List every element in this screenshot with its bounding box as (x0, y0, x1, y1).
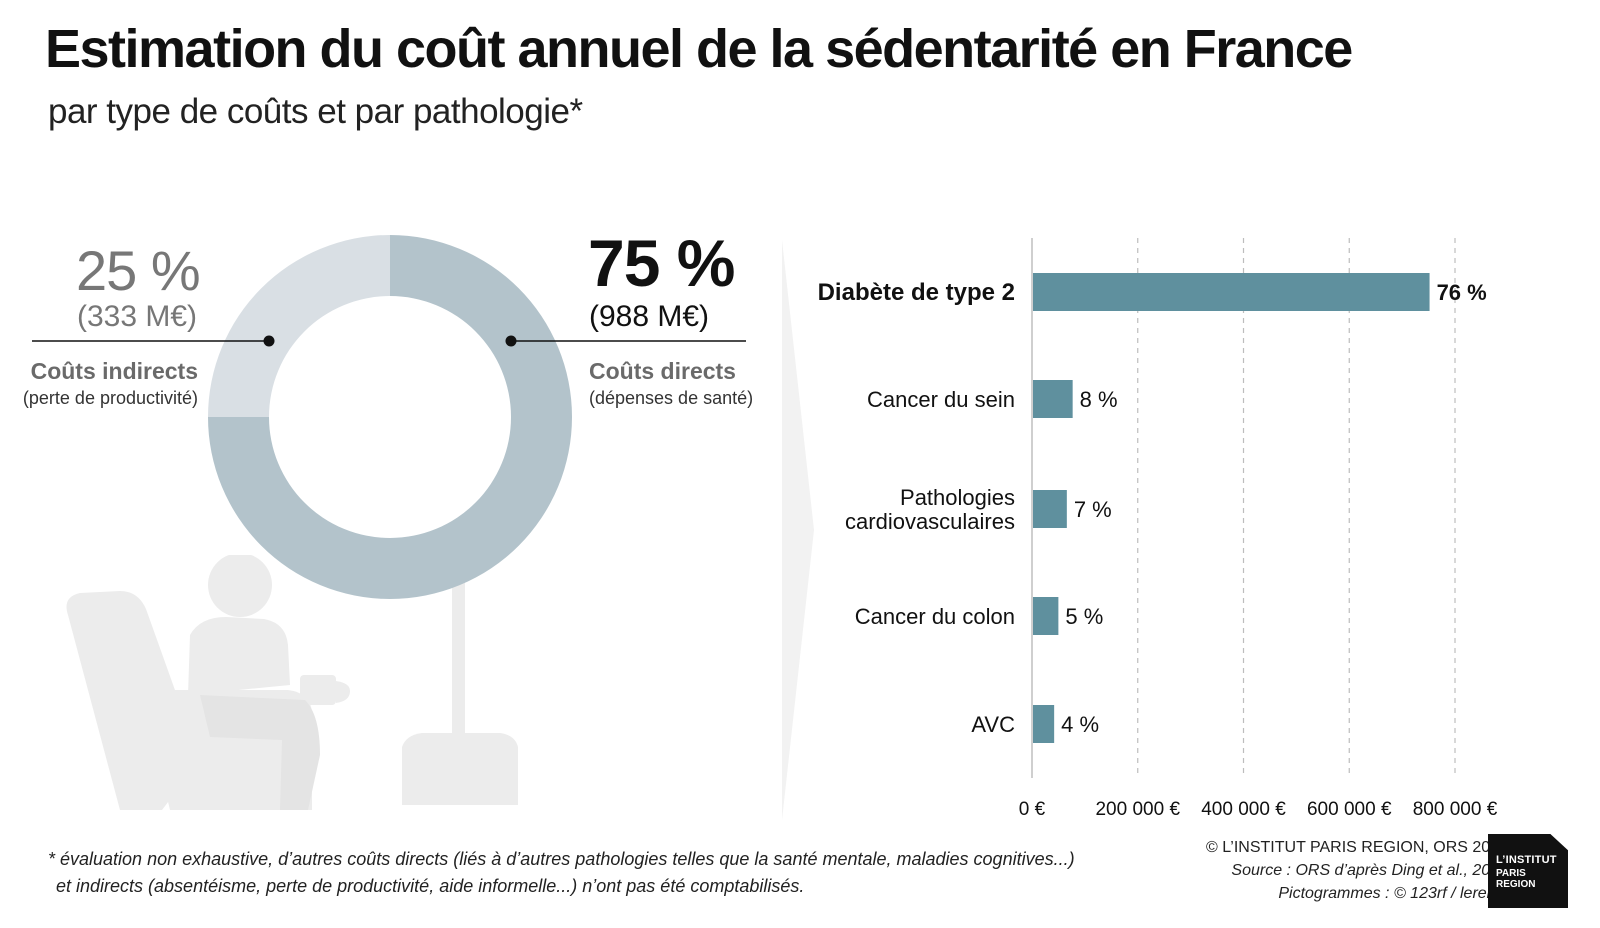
direct-percent: 75 % (588, 226, 735, 300)
donut-slice-direct (208, 235, 572, 599)
bar-value-label: 8 % (1080, 387, 1118, 412)
institut-logo: L’INSTITUT PARIS REGION (1488, 834, 1568, 908)
x-tick-label: 800 000 € (1413, 799, 1498, 820)
pathology-bar-chart: 76 % Diabète de type 2 8 % Cancer du sein 7 … (818, 238, 1498, 820)
direct-leader-dot (505, 335, 517, 347)
bar (1033, 273, 1430, 311)
bar (1033, 597, 1059, 635)
bar-value-label: 5 % (1065, 604, 1103, 629)
category-label: Cancer du sein (867, 387, 1015, 412)
x-tick-label: 600 000 € (1307, 799, 1392, 820)
bar-value-label: 7 % (1074, 497, 1112, 522)
footnote-line-1: * évaluation non exhaustive, d’autres co… (48, 849, 1075, 869)
sedentary-person-pictogram-icon (66, 555, 518, 810)
credits: © L’INSTITUT PARIS REGION, ORS 2022 Sour… (1206, 836, 1508, 905)
indirect-amount: (333 M€) (77, 300, 198, 333)
donut-slice-indirect (208, 235, 390, 417)
logo-line-2: PARIS (1496, 868, 1526, 879)
x-tick-label: 400 000 € (1201, 799, 1286, 820)
bar (1033, 490, 1067, 528)
category-label: AVC (971, 712, 1015, 737)
indirect-sublabel: (perte de productivité) (22, 388, 198, 408)
bar-value-label: 4 % (1061, 712, 1099, 737)
copyright-text: © L’INSTITUT PARIS REGION, ORS 2022 (1206, 839, 1508, 856)
x-tick-label: 0 € (1019, 799, 1046, 820)
pictograms-credit: Pictogrammes : © 123rf / leremy (1278, 885, 1508, 902)
indirect-label: Coûts indirects (30, 358, 198, 384)
logo-lines: PARIS REGION (1496, 868, 1535, 890)
direct-label: Coûts directs (589, 358, 736, 384)
category-label: Diabète de type 2 (818, 279, 1015, 306)
indirect-percent: 25 % (76, 239, 201, 302)
logo-line-3: REGION (1496, 879, 1536, 890)
footnote-line-2: et indirects (absentéisme, perte de prod… (56, 876, 805, 896)
direct-sublabel: (dépenses de santé) (589, 388, 754, 408)
divider-arrow-icon (782, 240, 814, 820)
source-text: Source : ORS d’après Ding et al., 2016 (1231, 862, 1508, 879)
logo-line-1: L’INSTITUT (1496, 854, 1557, 866)
direct-amount: (988 M€) (589, 300, 710, 333)
bar (1033, 380, 1073, 418)
page-subtitle: par type de coûts et par pathologie* (48, 92, 583, 131)
bar-value-label: 76 % (1437, 280, 1487, 305)
indirect-leader-dot (263, 335, 275, 347)
x-tick-label: 200 000 € (1095, 799, 1180, 820)
category-label: Cancer du colon (855, 604, 1015, 629)
page-title: Estimation du coût annuel de la sédentar… (45, 19, 1353, 79)
cost-donut-chart (32, 235, 746, 599)
footnote: * évaluation non exhaustive, d’autres co… (48, 846, 1075, 900)
bar (1033, 705, 1055, 743)
